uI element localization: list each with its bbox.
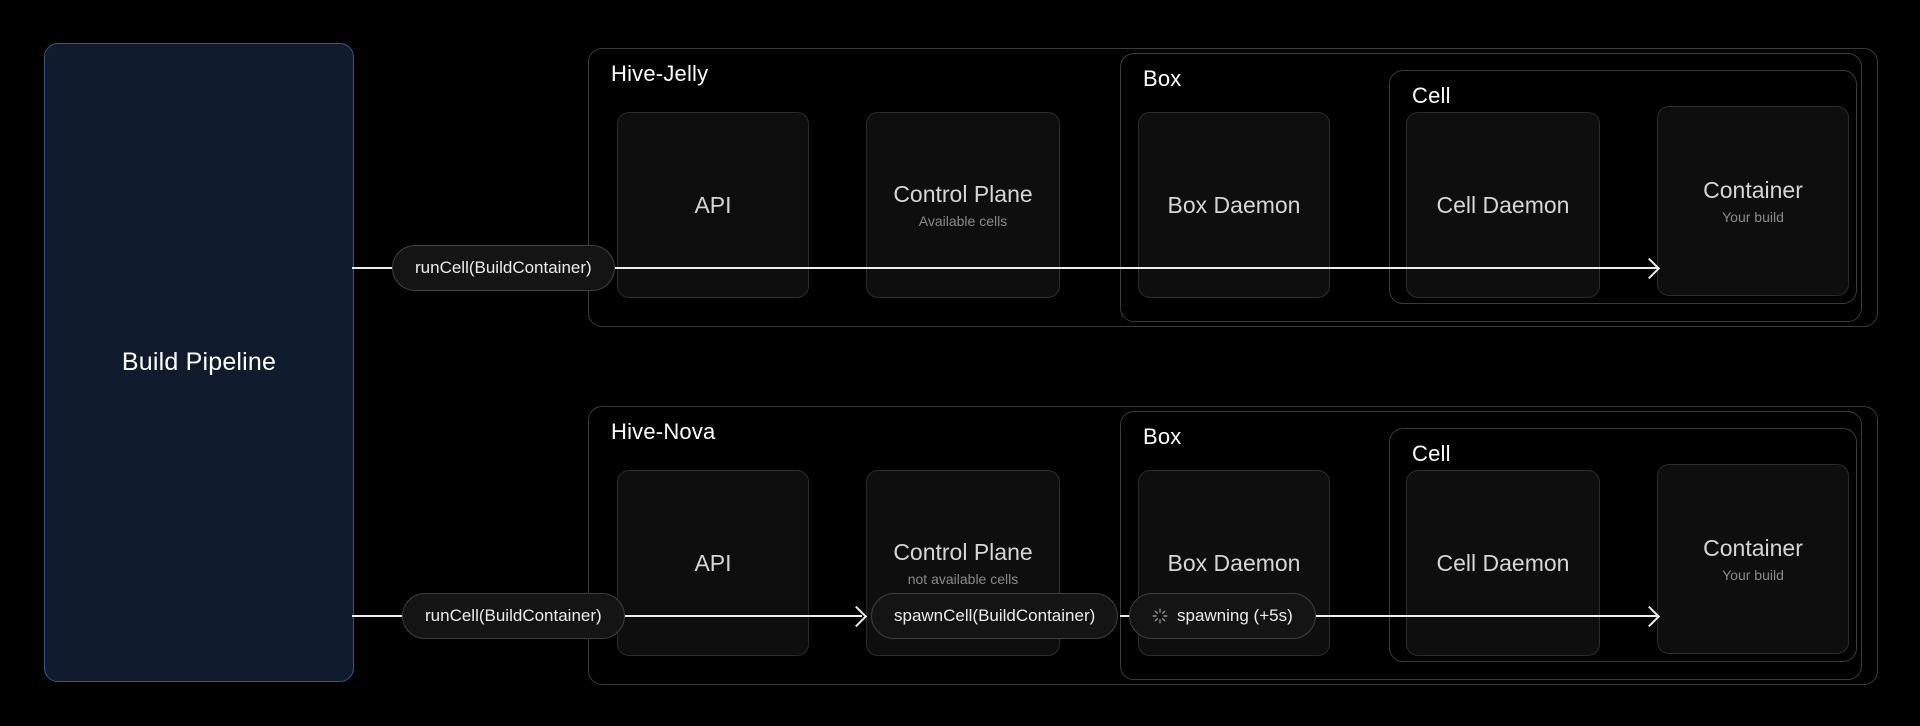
node-hive-jelly-api[interactable]: API <box>617 112 809 298</box>
edge-label-spawning-bottom[interactable]: spawning (+5s) <box>1129 593 1316 639</box>
edge-pipeline-to-cell-daemon-top <box>352 267 1658 269</box>
node-subtitle: Available cells <box>918 213 1008 230</box>
cluster-hive-jelly-label: Hive-Jelly <box>611 61 709 86</box>
cluster-hive-nova-cell-label: Cell <box>1412 441 1451 466</box>
node-hive-nova-container[interactable]: Container Your build <box>1657 464 1849 654</box>
edge-label-text: runCell(BuildContainer) <box>425 606 602 625</box>
node-hive-jelly-container[interactable]: Container Your build <box>1657 106 1849 296</box>
node-title: Control Plane <box>893 538 1033 565</box>
node-title: Box Daemon <box>1167 191 1301 218</box>
node-hive-jelly-control-plane[interactable]: Control Plane Available cells <box>866 112 1060 298</box>
node-hive-jelly-cell-daemon[interactable]: Cell Daemon <box>1406 112 1600 298</box>
node-title: Container <box>1703 534 1803 561</box>
edge-label-runcell-bottom[interactable]: runCell(BuildContainer) <box>402 593 625 639</box>
cluster-hive-nova-box-label: Box <box>1143 424 1182 449</box>
node-subtitle: Your build <box>1722 567 1784 584</box>
edge-label-text: spawning (+5s) <box>1177 606 1293 625</box>
edge-label-text: spawnCell(BuildContainer) <box>894 606 1096 625</box>
node-hive-nova-api[interactable]: API <box>617 470 809 656</box>
node-title: API <box>694 191 732 218</box>
node-hive-nova-cell-daemon[interactable]: Cell Daemon <box>1406 470 1600 656</box>
build-pipeline-label: Build Pipeline <box>121 348 277 376</box>
cluster-hive-jelly-box-label: Box <box>1143 66 1182 91</box>
node-title: Box Daemon <box>1167 549 1301 576</box>
cluster-hive-nova-label: Hive-Nova <box>611 419 716 444</box>
node-title: API <box>694 549 732 576</box>
cluster-hive-jelly-cell-label: Cell <box>1412 83 1451 108</box>
edge-label-spawncell-bottom[interactable]: spawnCell(BuildContainer) <box>871 593 1119 639</box>
node-title: Cell Daemon <box>1436 191 1570 218</box>
node-title: Cell Daemon <box>1436 549 1570 576</box>
edge-label-text: runCell(BuildContainer) <box>415 258 592 277</box>
node-hive-jelly-box-daemon[interactable]: Box Daemon <box>1138 112 1330 298</box>
build-pipeline-node[interactable]: Build Pipeline <box>44 43 354 682</box>
node-subtitle: not available cells <box>907 571 1019 588</box>
node-title: Container <box>1703 176 1803 203</box>
edge-label-runcell-top[interactable]: runCell(BuildContainer) <box>392 245 615 291</box>
edge-controlplane-to-cell-daemon-bottom <box>1120 615 1658 617</box>
node-subtitle: Your build <box>1722 209 1784 226</box>
node-title: Control Plane <box>893 180 1033 207</box>
spinner-icon <box>1152 608 1168 624</box>
